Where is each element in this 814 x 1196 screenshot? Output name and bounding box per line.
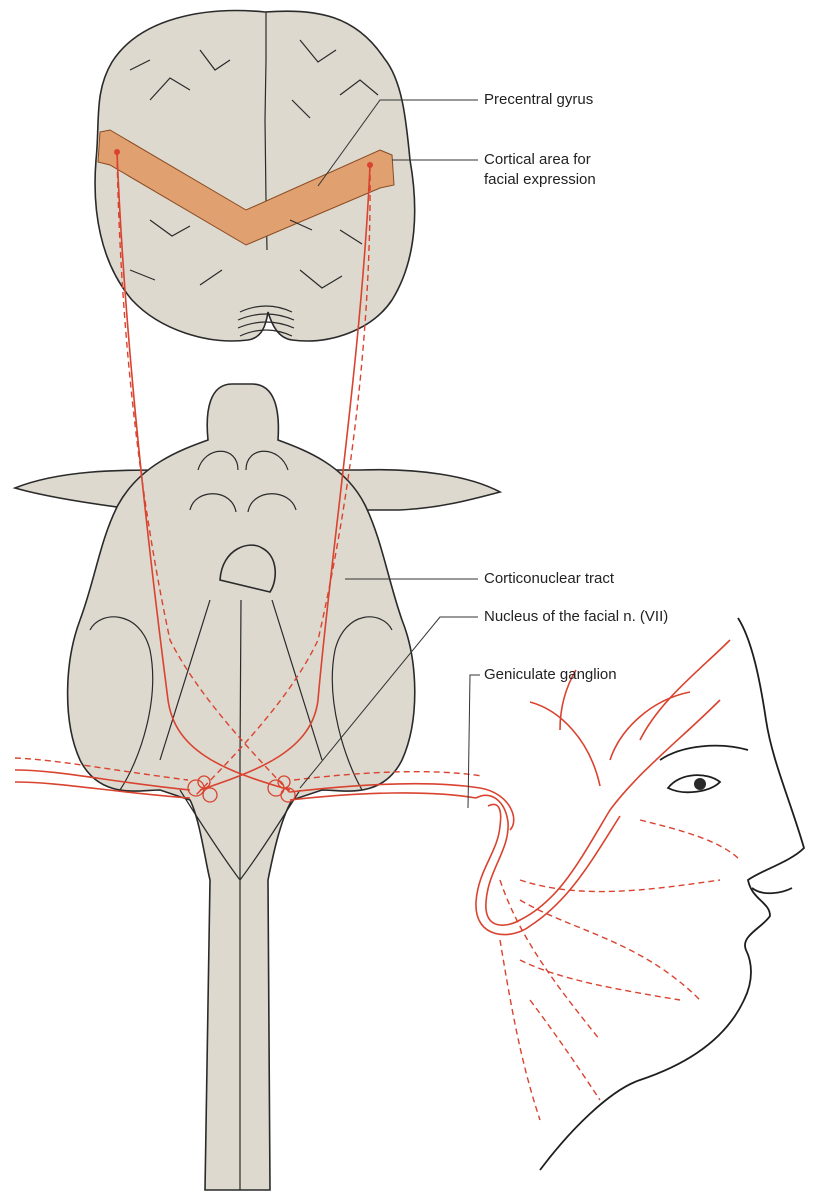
face-profile [476, 618, 804, 1170]
cortex-neuron-left [114, 149, 120, 155]
geniculate-ganglion-label: Geniculate ganglion [484, 665, 617, 685]
eye [668, 775, 720, 792]
nostril [752, 888, 792, 893]
cortical-area-label-line2: facial expression [484, 170, 596, 190]
eyebrow [660, 746, 748, 760]
cortical-area-label-line1: Cortical area for [484, 150, 596, 170]
facial-nucleus-label: Nucleus of the facial n. (VII) [484, 607, 668, 627]
brain [95, 11, 415, 341]
facial-nerve-branches [500, 820, 740, 1120]
cortex-neuron-right [367, 162, 373, 168]
cortical-area-label: Cortical area for facial expression [484, 150, 596, 190]
corticonuclear-tract-label: Corticonuclear tract [484, 569, 614, 589]
brainstem-outline [68, 384, 415, 1190]
precentral-gyrus-label: Precentral gyrus [484, 90, 593, 110]
face-outline [540, 618, 804, 1170]
